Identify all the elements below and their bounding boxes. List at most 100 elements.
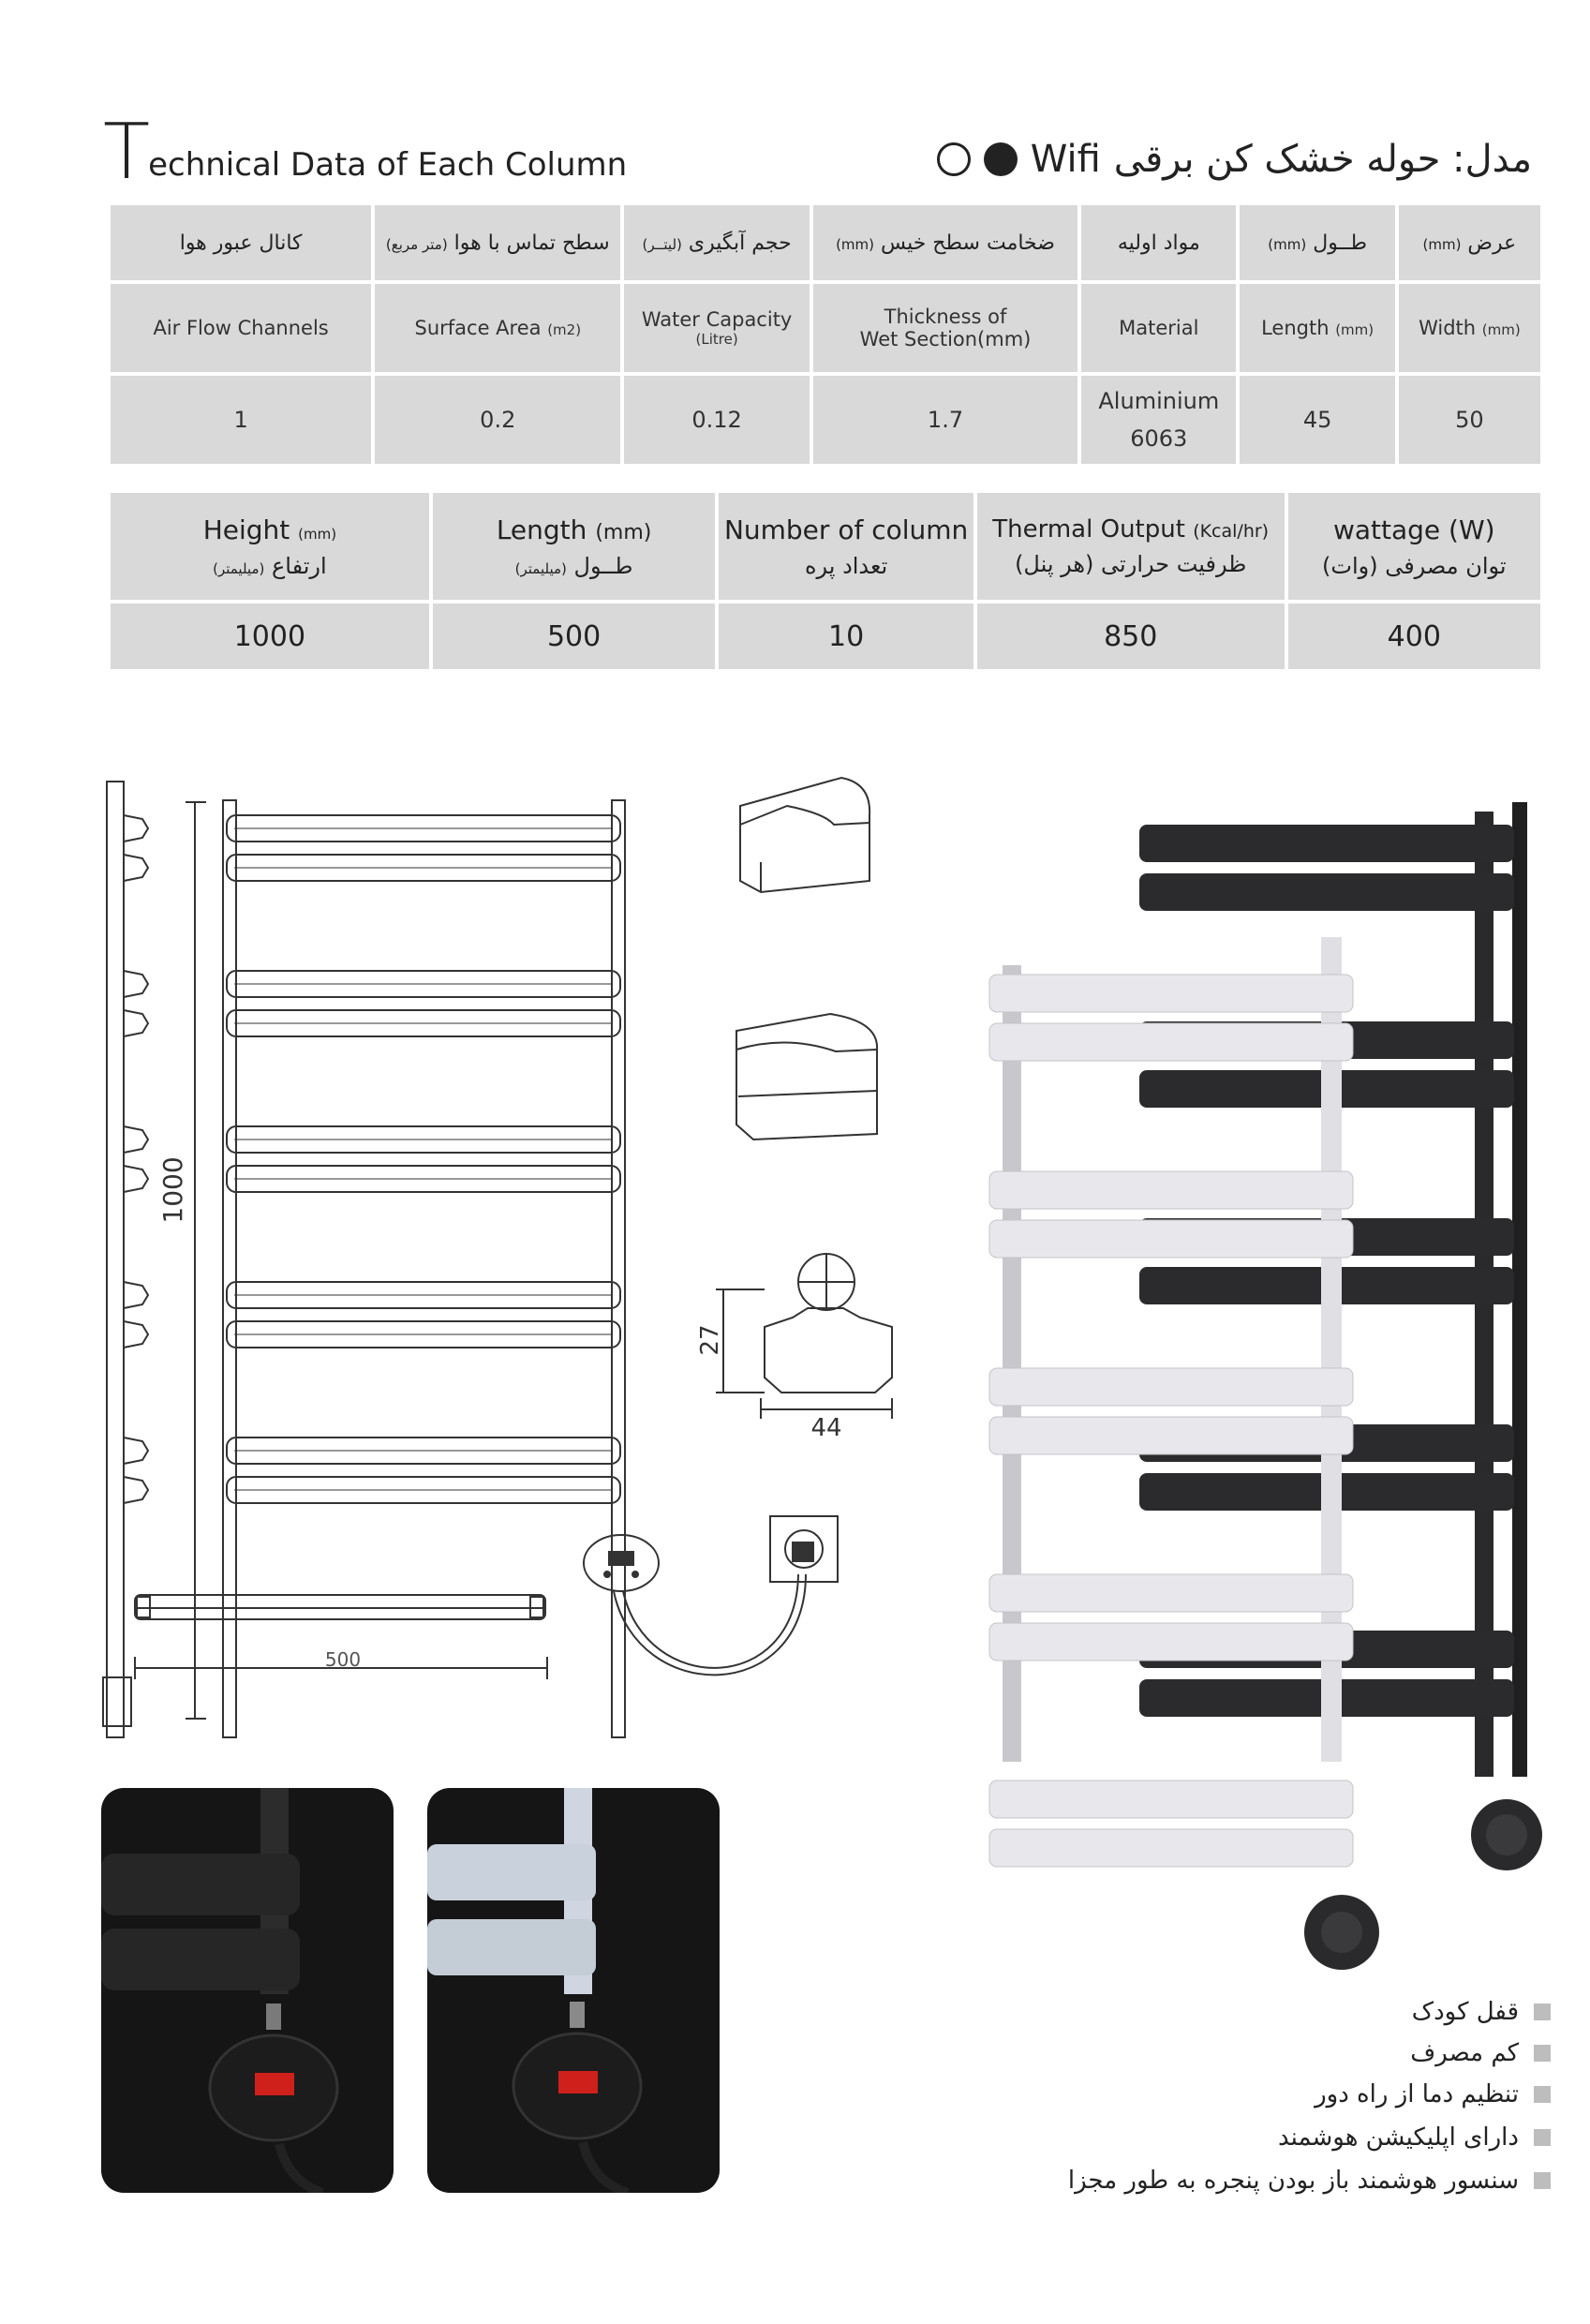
feature-label: تنظیم دما از راه دور [1315, 2080, 1519, 2108]
header-fa-cell: مواد اولیه [1081, 205, 1237, 280]
header-en-cell: Material [1081, 284, 1237, 372]
side-heater-outline [102, 1676, 132, 1727]
controller-icon [583, 1534, 660, 1592]
product-render-image [988, 802, 1542, 1970]
white-radiator-image [988, 937, 1379, 1970]
header-en-cell: Surface Area (m2) [375, 284, 621, 372]
table-row-en-headers: Air Flow Channels Surface Area (m2) Wate… [111, 284, 1540, 372]
light-bar [988, 1573, 1354, 1613]
black-color-option-icon [983, 142, 1018, 176]
side-knob-outline [123, 1280, 150, 1310]
product-spec-table: Height (mm)ارتفاع (میلیمتر) Length (mm)ط… [107, 489, 1544, 673]
list-item: تنظیم دما از راه دور [1315, 2080, 1551, 2108]
front-bar-outline [226, 1476, 621, 1504]
dark-bar [1139, 825, 1514, 862]
power-socket-icon [769, 1515, 839, 1583]
feature-label: کم مصرف [1410, 2039, 1519, 2067]
front-bar-outline [226, 1009, 621, 1037]
value-cell: 1000 [111, 603, 429, 669]
light-bar [988, 1022, 1354, 1062]
feature-label: قفل کودک [1411, 1998, 1519, 2026]
bullet-square-icon [1534, 2086, 1551, 2103]
side-knob-outline [123, 1008, 150, 1038]
front-bar-outline [226, 814, 621, 842]
height-dimension-line [186, 801, 206, 1720]
light-bar [988, 974, 1354, 1013]
front-bar-outline [226, 1437, 621, 1465]
list-item: دارای اپلیکیشن هوشمند [1278, 2123, 1551, 2152]
title-text: echnical Data of Each Column [148, 146, 628, 184]
header-en-cell: Air Flow Channels [111, 284, 372, 372]
value-cell: 0.2 [375, 376, 621, 464]
table-row-values: 1000 500 10 850 400 [111, 603, 1540, 669]
table-row-fa-headers: کانال عبور هوا سطح تماس با هوا (متر مربع… [111, 205, 1540, 280]
side-knob-outline [123, 1125, 150, 1155]
value-cell: 0.12 [624, 376, 810, 464]
value-cell: 45 [1240, 376, 1395, 464]
profile-height-label: 27 [696, 1324, 724, 1355]
front-bar-outline [226, 970, 621, 998]
front-bar-outline [226, 1320, 621, 1348]
light-bar [988, 1622, 1354, 1661]
front-bar-outline [226, 854, 621, 882]
side-view-outline [102, 781, 150, 1738]
front-bar-outline [226, 1165, 621, 1193]
list-item: کم مصرف [1410, 2039, 1551, 2067]
height-dimension-label: 1000 [157, 1156, 188, 1223]
side-knob-outline [123, 853, 150, 883]
header-fa-cell: سطح تماس با هوا (متر مربع) [375, 205, 621, 280]
header-cell: wattage (W)توان مصرفی (وات) [1287, 493, 1540, 600]
title-initial: T [103, 108, 151, 197]
controller-photo-white-radiator [427, 1788, 720, 2193]
bullet-square-icon [1534, 2004, 1551, 2020]
model-wifi-label: Wifi [1030, 138, 1101, 181]
header-cell: Length (mm)طــول (میلیمتر) [432, 493, 716, 600]
controller-cover-icon [736, 1012, 879, 1141]
list-item: سنسور هوشمند باز بودن پنجره به طور مجزا [1068, 2167, 1551, 2195]
width-dimension-label: 500 [325, 1648, 361, 1671]
header-fa-cell: کانال عبور هوا [111, 205, 372, 280]
light-bar [988, 1828, 1354, 1868]
technical-drawing: 1000 500 [102, 776, 893, 1738]
column-spec-table: کانال عبور هوا سطح تماس با هوا (متر مربع… [107, 201, 1544, 468]
light-bar [988, 1170, 1354, 1210]
top-view-outline [134, 1594, 548, 1679]
value-cell: 1 [111, 376, 372, 464]
bullet-square-icon [1534, 2129, 1551, 2146]
side-knob-outline [123, 1164, 150, 1194]
white-color-option-icon [936, 142, 971, 176]
feature-label: سنسور هوشمند باز بودن پنجره به طور مجزا [1067, 2167, 1519, 2195]
value-cell: 850 [976, 603, 1285, 669]
dark-bar [1139, 873, 1514, 911]
header-fa-cell: طــول (mm) [1240, 205, 1395, 280]
header-cell: Height (mm)ارتفاع (میلیمتر) [111, 493, 429, 600]
value-cell: 500 [432, 603, 716, 669]
document-title: T echnical Data of Each Column [103, 108, 628, 197]
header-fa-cell: عرض (mm) [1398, 205, 1540, 280]
header-fa-cell: حجم آبگیری (لیتــر) [624, 205, 810, 280]
front-bar-outline [226, 1125, 621, 1154]
power-cable [613, 1573, 807, 1676]
controller-photo-dark-radiator [101, 1788, 394, 2193]
model-name: مدل: حوله خشک کن برقی [1113, 138, 1532, 181]
list-item: قفل کودک [1412, 1998, 1551, 2026]
header-en-cell: Length (mm) [1240, 284, 1395, 372]
value-cell: 50 [1398, 376, 1540, 464]
value-cell: 400 [1287, 603, 1540, 669]
bullet-square-icon [1534, 2045, 1551, 2062]
profile-section-icon [716, 1253, 893, 1419]
light-bar [988, 1416, 1354, 1455]
value-cell: 1.7 [812, 376, 1078, 464]
header-fa-cell: ضخامت سطح خیس (mm) [812, 205, 1078, 280]
light-bar [988, 1780, 1354, 1819]
side-knob-outline [123, 969, 150, 999]
bullet-square-icon [1534, 2172, 1551, 2189]
front-bar-outline [226, 1281, 621, 1309]
header-en-cell: Width (mm) [1398, 284, 1540, 372]
light-bar [988, 1367, 1354, 1407]
controller-cover-icon [739, 776, 871, 894]
side-knob-outline [123, 1475, 150, 1505]
